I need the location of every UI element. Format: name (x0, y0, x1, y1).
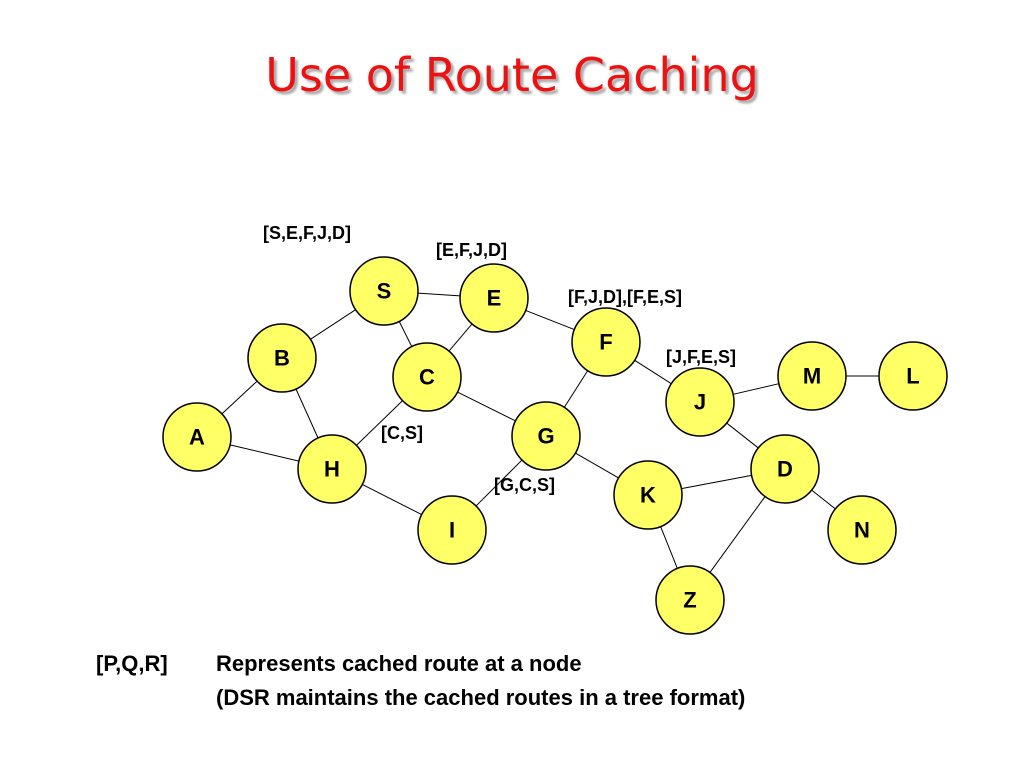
node-circle (511, 401, 581, 471)
node-label: H (324, 457, 340, 482)
node-l: L (878, 341, 948, 411)
node-circle (392, 342, 462, 412)
edge-e-f (525, 309, 575, 331)
node-d: D (750, 434, 820, 504)
edge-e-c (448, 323, 473, 352)
node-circle (162, 402, 232, 472)
edge-f-g (563, 370, 589, 408)
node-s: S (349, 256, 419, 326)
node-f: F (571, 307, 641, 377)
node-label: B (274, 346, 290, 371)
cache-labels-layer: [S,E,F,J,D] [E,F,J,D] [F,J,D],[F,E,S] [J,F,… (263, 223, 736, 495)
node-circle (297, 434, 367, 504)
edge-j-m (733, 383, 779, 395)
edge-s-c (398, 321, 413, 347)
node-label: S (377, 279, 392, 304)
slide-title: Use of Route Caching (265, 48, 759, 102)
nodes-layer: S E F B C M L J A G H D K I N Z (162, 256, 948, 635)
node-g: G (511, 401, 581, 471)
node-circle (655, 565, 725, 635)
edge-k-z (660, 526, 678, 569)
edge-a-h (229, 444, 300, 462)
legend-description: Represents cached route at a node (216, 651, 582, 676)
node-k: K (613, 460, 683, 530)
node-label: L (906, 364, 919, 389)
node-h: H (297, 434, 367, 504)
node-label: N (854, 518, 870, 543)
node-label: A (189, 425, 205, 450)
edge-k-d (681, 474, 752, 490)
node-a: A (162, 402, 232, 472)
edge-s-e (417, 292, 461, 297)
cache-label-c: [C,S] (381, 423, 423, 443)
node-m: M (777, 341, 847, 411)
node-label: Z (683, 588, 696, 613)
node-label: M (803, 364, 821, 389)
legend-symbol: [P,Q,R] (96, 651, 168, 676)
node-circle (459, 263, 529, 333)
cache-label-e: [E,F,J,D] (436, 240, 507, 260)
edge-d-n (811, 489, 836, 510)
node-label: K (640, 483, 656, 508)
edges-layer (221, 292, 879, 573)
node-i: I (417, 495, 487, 565)
edge-f-j (634, 359, 672, 385)
node-label: I (449, 518, 455, 543)
node-b: B (247, 323, 317, 393)
cache-label-j: [J,F,E,S] (666, 347, 736, 367)
node-label: J (694, 390, 706, 415)
cache-label-f: [F,J,D],[F,E,S] (568, 287, 682, 307)
edge-g-i (475, 459, 523, 507)
node-circle (878, 341, 948, 411)
legend-note: (DSR maintains the cached routes in a tr… (216, 685, 746, 710)
node-label: E (487, 286, 502, 311)
edge-h-i (362, 483, 422, 516)
node-e: E (459, 263, 529, 333)
node-j: J (665, 367, 735, 437)
edge-c-g (457, 391, 516, 422)
node-circle (750, 434, 820, 504)
node-label: G (537, 424, 554, 449)
node-circle (777, 341, 847, 411)
edge-c-h (356, 400, 403, 446)
node-circle (571, 307, 641, 377)
node-label: C (419, 365, 435, 390)
node-circle (349, 256, 419, 326)
edge-b-h (295, 388, 319, 439)
node-circle (665, 367, 735, 437)
node-c: C (392, 342, 462, 412)
edge-g-k (575, 452, 619, 479)
cache-label-s: [S,E,F,J,D] (263, 223, 351, 243)
cache-label-g: [G,C,S] (494, 475, 555, 495)
node-circle (613, 460, 683, 530)
edge-b-a (221, 380, 258, 415)
node-circle (247, 323, 317, 393)
node-z: Z (655, 565, 725, 635)
node-label: D (777, 457, 793, 482)
edge-d-z (709, 496, 766, 573)
node-label: F (599, 330, 612, 355)
node-circle (827, 495, 897, 565)
node-circle (417, 495, 487, 565)
edge-s-b (310, 309, 356, 340)
node-n: N (827, 495, 897, 565)
edge-j-d (726, 422, 759, 449)
